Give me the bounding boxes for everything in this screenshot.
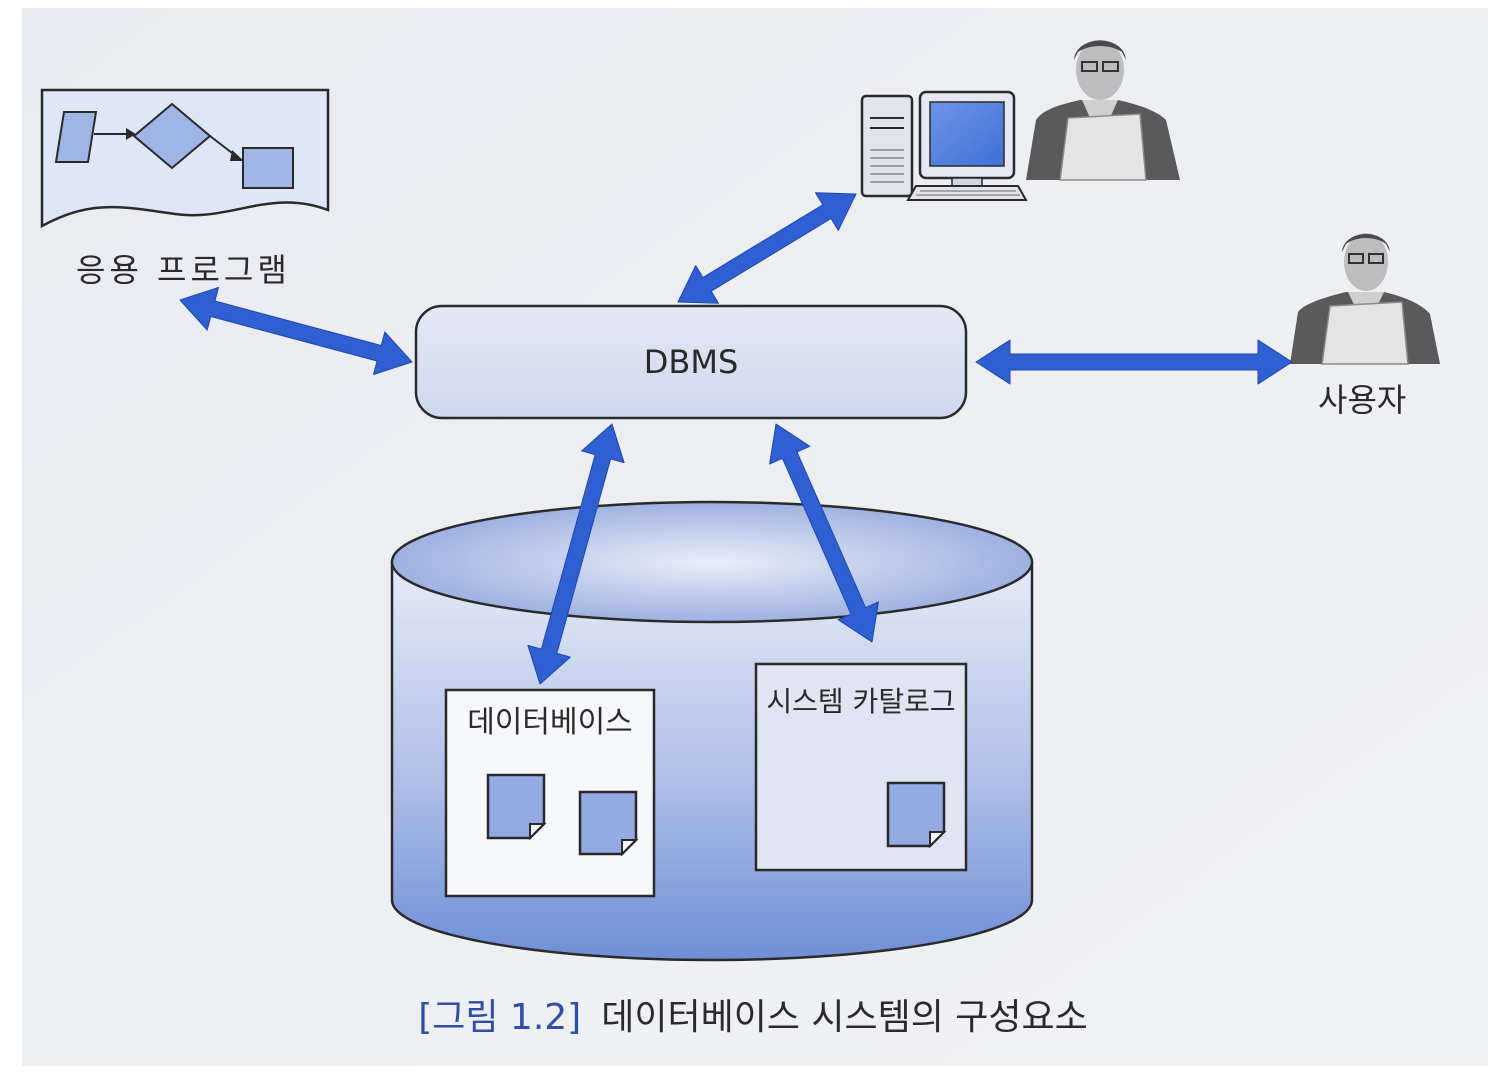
user-person-icon (1290, 233, 1440, 365)
arrow-dbms-catalog (769, 423, 879, 643)
arrow-dbms-user (975, 339, 1293, 385)
database-document-icon-2 (578, 790, 639, 857)
figure-title: 데이터베이스 시스템의 구성요소 (601, 997, 1088, 1038)
application-program-icon (40, 88, 330, 229)
arrow-dbms-database (527, 423, 625, 685)
database-document-icon-1 (486, 773, 547, 841)
arrow-computer-dbms (677, 192, 857, 304)
dbms-box (414, 304, 968, 420)
application-program-label: 응용 프로그램 (76, 251, 291, 289)
computer-icon (860, 90, 1028, 201)
figure-caption: [그림 1.2] 데이터베이스 시스템의 구성요소 (0, 1000, 1506, 1036)
user-label: 사용자 (1318, 381, 1407, 419)
figure-number: [그림 1.2] (418, 997, 582, 1038)
catalog-document-icon (886, 781, 947, 849)
computer-user-person-icon (1026, 40, 1180, 181)
dbms-label: DBMS (643, 343, 739, 381)
arrow-app-dbms (179, 287, 413, 375)
database-label: 데이터베이스 (467, 705, 633, 740)
system-catalog-label: 시스템 카탈로그 (766, 685, 956, 718)
